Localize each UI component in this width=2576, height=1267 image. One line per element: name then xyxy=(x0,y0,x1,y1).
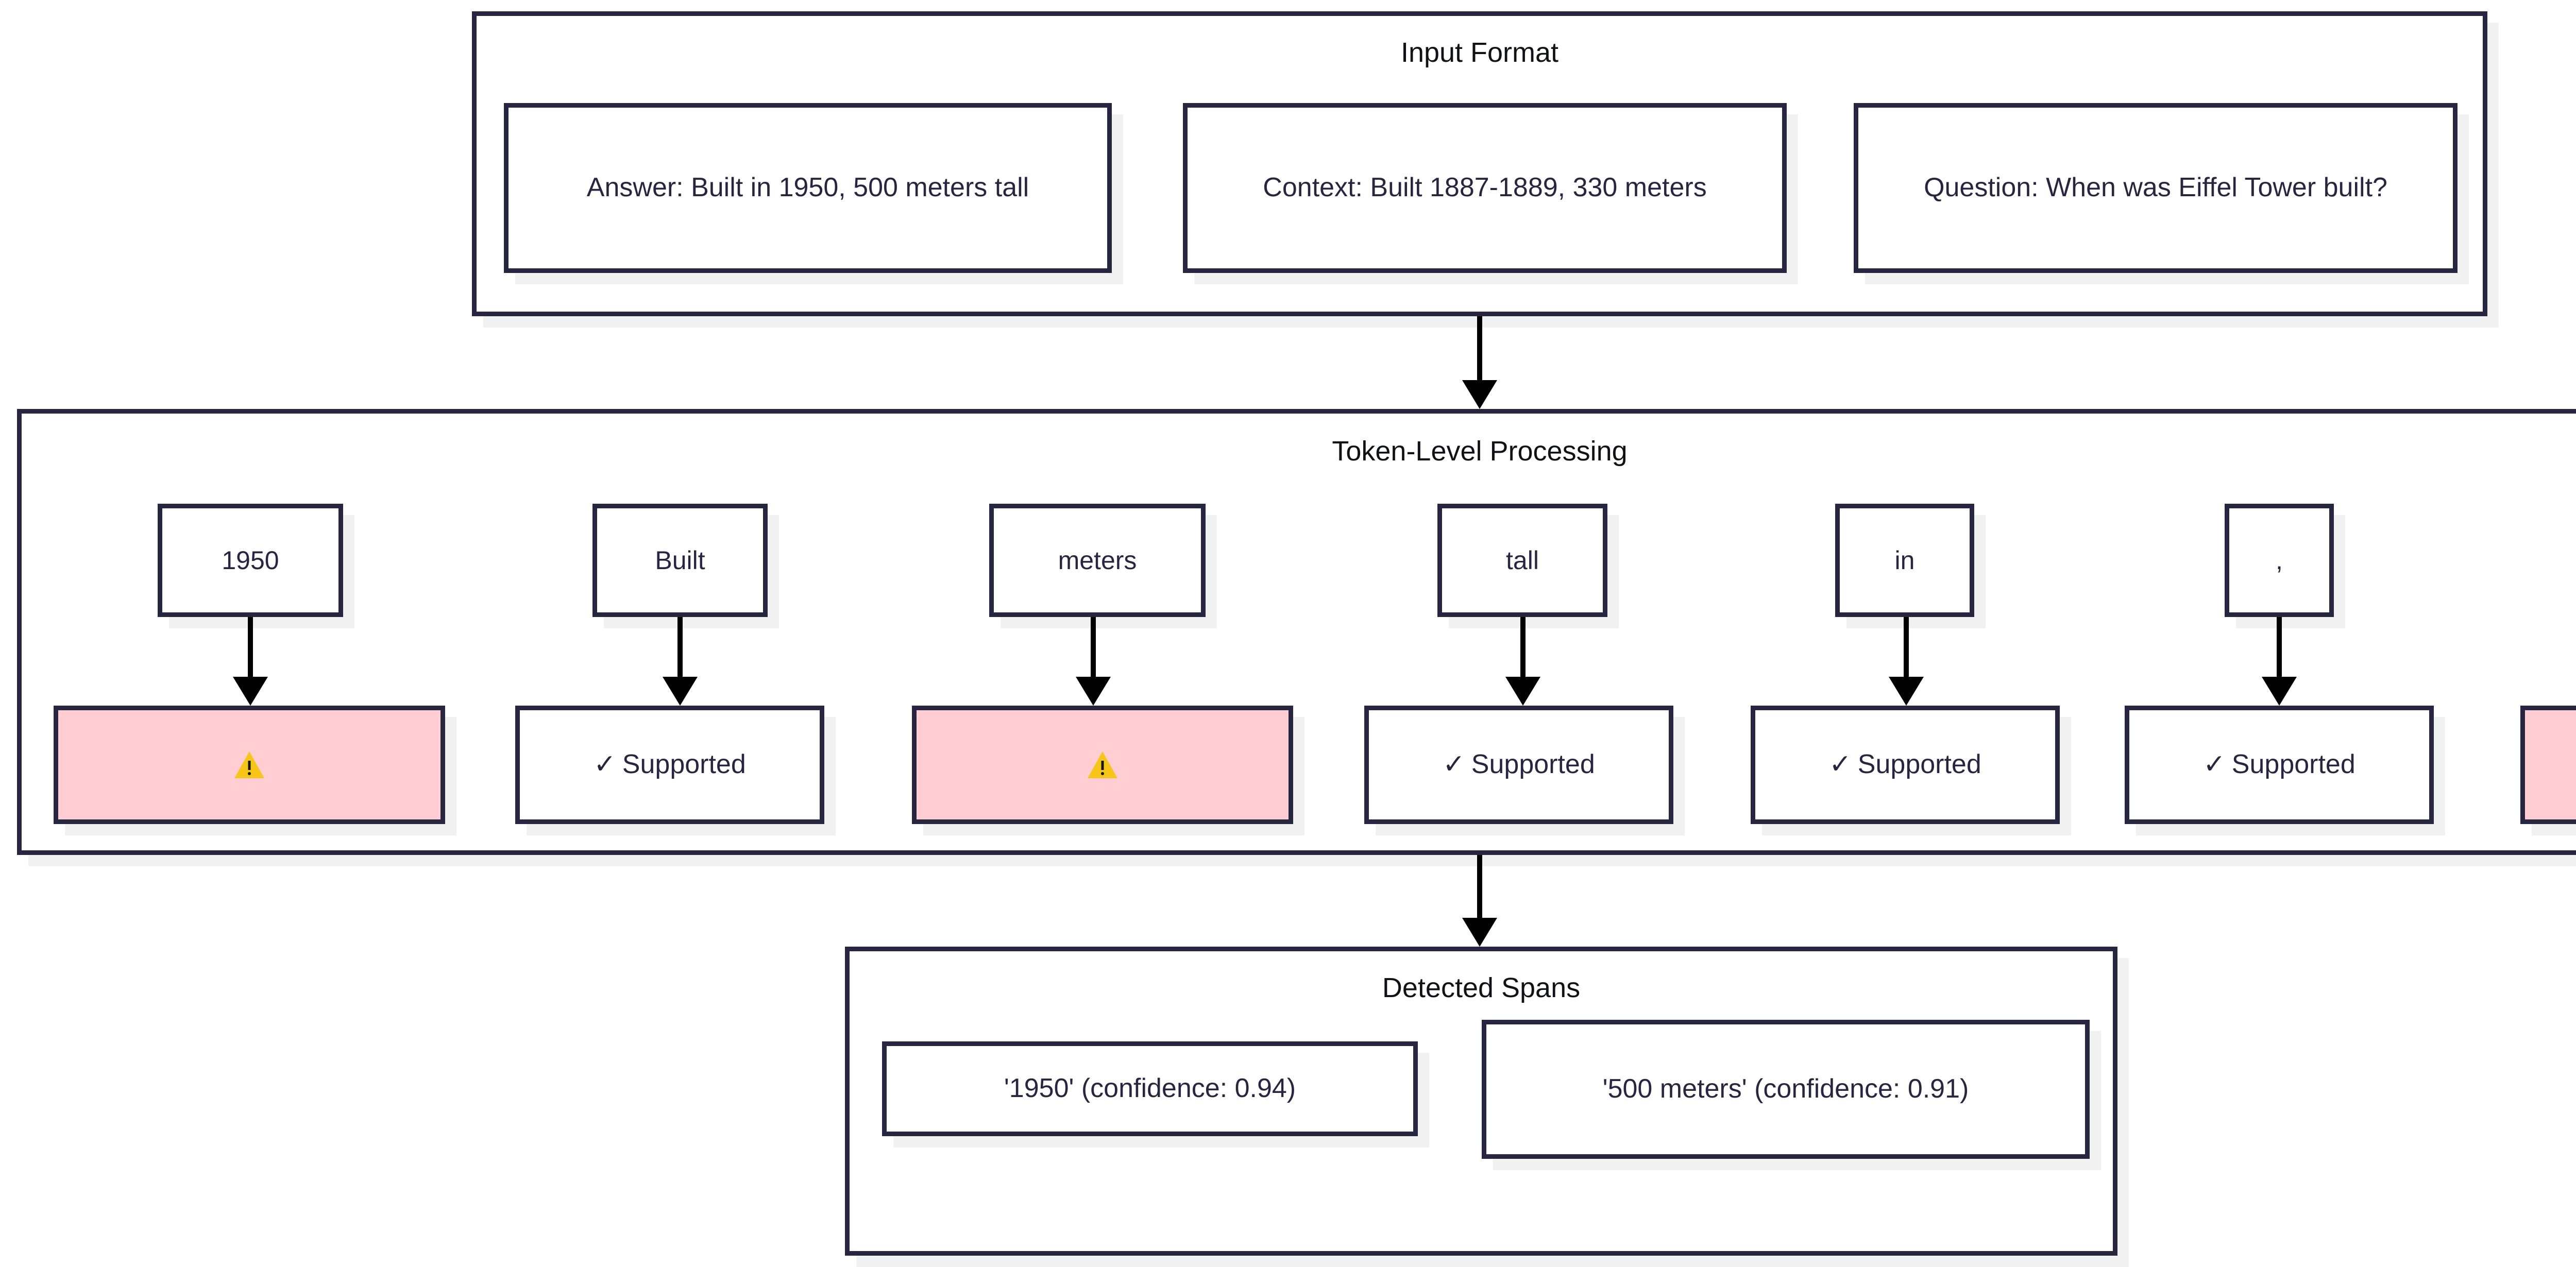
span-box-500-meters[interactable]: '500 meters' (confidence: 0.91) xyxy=(1482,1020,2090,1159)
span-label: '500 meters' (confidence: 0.91) xyxy=(1602,1074,1969,1104)
status-box-supported-built[interactable]: ✓ Supported xyxy=(515,706,824,824)
status-label: Supported xyxy=(1857,749,1981,780)
check-icon: ✓ xyxy=(1829,749,1852,780)
arrow-token-tall-to-status xyxy=(1502,617,1544,706)
status-label: Supported xyxy=(2231,749,2355,780)
check-icon: ✓ xyxy=(1443,749,1465,780)
warning-triangle-icon xyxy=(234,751,264,778)
detected-spans-title: Detected Spans xyxy=(1382,972,1581,1003)
status-box-supported-tall[interactable]: ✓ Supported xyxy=(1364,706,1673,824)
token-box-comma[interactable]: , xyxy=(2225,504,2334,617)
token-box-1950[interactable]: 1950 xyxy=(158,504,343,617)
status-box-warning-1950[interactable] xyxy=(54,706,445,824)
token-box-in[interactable]: in xyxy=(1835,504,1974,617)
input-format-title: Input Format xyxy=(1400,37,1559,68)
token-box-built[interactable]: Built xyxy=(592,504,768,617)
status-label: Supported xyxy=(622,749,746,780)
token-label: , xyxy=(2276,545,2283,575)
check-icon: ✓ xyxy=(2203,749,2226,780)
arrow-token-comma-to-status xyxy=(2259,617,2300,706)
status-box-warning-meters[interactable] xyxy=(912,706,1293,824)
token-label: meters xyxy=(1058,545,1137,575)
status-box-supported-in[interactable]: ✓ Supported xyxy=(1751,706,2060,824)
arrow-token-to-spans xyxy=(1459,855,1500,947)
input-box-context[interactable]: Context: Built 1887-1889, 330 meters xyxy=(1183,103,1787,273)
token-processing-title: Token-Level Processing xyxy=(1332,436,1628,467)
arrow-token-built-to-status xyxy=(659,617,701,706)
token-label: in xyxy=(1894,545,1915,575)
token-box-tall[interactable]: tall xyxy=(1437,504,1607,617)
input-box-question[interactable]: Question: When was Eiffel Tower built? xyxy=(1854,103,2458,273)
arrow-token-meters-to-status xyxy=(1073,617,1114,706)
arrow-token-in-to-status xyxy=(1886,617,1927,706)
status-label: Supported xyxy=(1471,749,1595,780)
arrow-token-1950-to-status xyxy=(230,617,271,706)
input-box-question-label: Question: When was Eiffel Tower built? xyxy=(1924,173,2387,203)
token-label: 1950 xyxy=(222,545,279,575)
token-label: Built xyxy=(655,545,705,575)
arrow-input-to-token xyxy=(1459,316,1500,409)
token-label: tall xyxy=(1506,545,1539,575)
input-box-context-label: Context: Built 1887-1889, 330 meters xyxy=(1263,173,1707,203)
token-box-meters[interactable]: meters xyxy=(989,504,1206,617)
status-box-warning-500[interactable] xyxy=(2520,706,2576,824)
warning-triangle-icon xyxy=(1088,751,1117,778)
span-label: '1950' (confidence: 0.94) xyxy=(1004,1073,1296,1104)
input-box-answer-label: Answer: Built in 1950, 500 meters tall xyxy=(586,173,1029,203)
status-box-supported-comma[interactable]: ✓ Supported xyxy=(2125,706,2434,824)
input-box-answer[interactable]: Answer: Built in 1950, 500 meters tall xyxy=(504,103,1112,273)
span-box-1950[interactable]: '1950' (confidence: 0.94) xyxy=(882,1041,1418,1136)
check-icon: ✓ xyxy=(594,749,616,780)
